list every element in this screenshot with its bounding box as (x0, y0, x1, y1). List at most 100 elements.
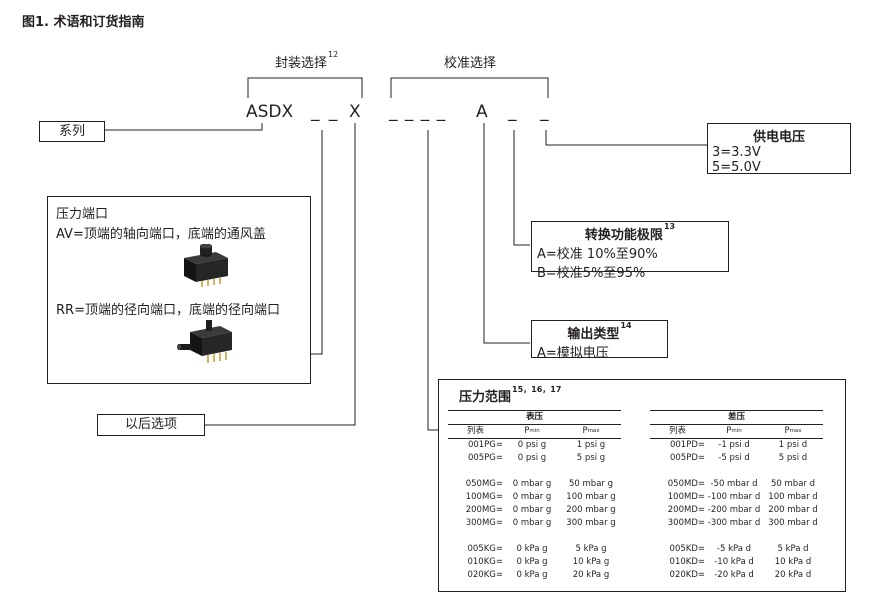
gauge-col-pmax: Pmax (561, 424, 621, 439)
gauge-col-list: 列表 (448, 424, 503, 439)
differential-title: 差压 (650, 410, 823, 425)
diff-cell-code (650, 530, 705, 543)
diff-cell-pmin: -20 kPa d (714, 570, 754, 580)
code-blank-package: _ _ (311, 102, 340, 122)
diff-cell-pmin: -5 psi d (718, 453, 750, 463)
sensor-rr-image (177, 320, 232, 363)
diff-row: 010KD= -10 kPa d 10 kPa d (650, 556, 823, 569)
diff-cell-pmax (763, 530, 823, 543)
code-prefix: ASDX (246, 102, 294, 122)
gauge-cell-code: 300MG= (465, 518, 503, 528)
series-box: 系列 (39, 121, 105, 142)
gauge-cell-pmax: 200 mbar g (566, 505, 616, 515)
code-blank-supply: _ (540, 102, 549, 122)
gauge-cell-code: 005PG= (467, 453, 503, 463)
gauge-col-pmin: Pmin (503, 424, 561, 439)
gauge-cell-pmax: 10 kPa g (572, 557, 610, 567)
diff-cell-pmax: 5 kPa d (777, 544, 809, 554)
gauge-title: 表压 (448, 410, 621, 425)
diff-cell-code: 001PD= (669, 440, 705, 450)
pressure-port-box: 压力端口 AV=顶端的轴向端口，底端的通风盖 RR=顶端的径向端口，底端的径向端… (47, 196, 311, 384)
diff-cell-pmin: -1 psi d (718, 440, 750, 450)
diff-cell-pmin: -10 kPa d (714, 557, 754, 567)
gauge-cell-pmin: 0 mbar g (512, 518, 552, 528)
code-blank-pressure: _ _ _ _ (389, 102, 447, 122)
diff-cell-pmax: 200 mbar d (768, 505, 818, 515)
output-type-box: 输出类型14 A=模拟电压 (531, 320, 668, 361)
gauge-cell-pmax: 300 mbar g (566, 518, 616, 528)
gauge-row (448, 530, 621, 543)
port-option-rr: RR=顶端的径向端口，底端的径向端口 (56, 303, 280, 318)
gauge-cell-code (448, 465, 503, 478)
gauge-cell-pmax (561, 530, 621, 543)
supply-option-3: 3=3.3V (712, 145, 761, 160)
gauge-cell-pmin: 0 psi g (517, 453, 547, 463)
gauge-cell-code (448, 530, 503, 543)
gauge-cell-code: 050MG= (465, 479, 503, 489)
code-blank-transfer: _ (508, 102, 517, 122)
gauge-cell-pmax: 100 mbar g (566, 492, 616, 502)
gauge-row: 300MG= 0 mbar g 300 mbar g (448, 517, 621, 530)
future-options-label: 以后选项 (124, 417, 177, 432)
diff-cell-pmin (705, 465, 763, 478)
diff-row: 050MD= -50 mbar d 50 mbar d (650, 478, 823, 491)
diff-cell-pmax: 10 kPa d (774, 557, 812, 567)
gauge-cell-pmin: 0 psi g (517, 440, 547, 450)
diff-cell-pmin: -100 mbar d (707, 492, 761, 502)
gauge-cell-pmax: 5 psi g (576, 453, 606, 463)
supply-voltage-box: 供电电压 3=3.3V 5=5.0V (707, 123, 851, 175)
pressure-range-box: 压力范围15，16，17 表压 列表 Pmin Pmax 001PG= 0 psi… (438, 379, 846, 592)
diff-col-pmin: Pmin (705, 424, 763, 439)
gauge-row: 001PG= 0 psi g 1 psi g (448, 439, 621, 453)
gauge-cell-pmin (503, 530, 561, 543)
gauge-row: 005PG= 0 psi g 5 psi g (448, 452, 621, 465)
gauge-cell-pmin: 0 kPa g (516, 544, 548, 554)
gauge-cell-pmin: 0 mbar g (512, 505, 552, 515)
diff-cell-pmin: -5 kPa d (716, 544, 752, 554)
gauge-cell-pmin (503, 465, 561, 478)
diff-cell-code: 050MD= (667, 479, 705, 489)
gauge-cell-pmax: 5 kPa g (575, 544, 607, 554)
code-x: X (349, 102, 361, 122)
gauge-cell-pmin: 0 mbar g (512, 492, 552, 502)
diff-cell-pmin: -50 mbar d (710, 479, 758, 489)
diff-cell-pmax: 300 mbar d (768, 518, 818, 528)
diff-cell-code: 005KD= (669, 544, 705, 554)
transfer-function-title: 转换功能极限13 (584, 222, 676, 243)
transfer-option-b: B=校准5%至95% (537, 266, 646, 281)
output-type-title: 输出类型14 (567, 321, 632, 342)
pressure-range-title: 压力范围15，16，17 (459, 385, 562, 405)
gauge-cell-pmin: 0 mbar g (512, 479, 552, 489)
gauge-cell-pmax: 1 psi g (576, 440, 606, 450)
diff-cell-pmax: 100 mbar d (768, 492, 818, 502)
figure-title: 图1. 术语和订货指南 (22, 15, 145, 30)
gauge-cell-code: 001PG= (467, 440, 503, 450)
diff-cell-pmax (763, 465, 823, 478)
diff-cell-code: 010KD= (669, 557, 705, 567)
diff-col-list: 列表 (650, 424, 705, 439)
gauge-cell-pmax: 20 kPa g (572, 570, 610, 580)
diff-cell-pmax: 5 psi d (778, 453, 808, 463)
supply-voltage-title: 供电电压 (752, 130, 805, 145)
diff-row: 005KD= -5 kPa d 5 kPa d (650, 543, 823, 556)
diff-cell-code: 200MD= (667, 505, 705, 515)
diff-cell-pmax: 50 mbar d (771, 479, 815, 489)
sensor-av-image (184, 244, 228, 287)
transfer-function-box: 转换功能极限13 A=校准 10%至90% B=校准5%至95% (531, 221, 729, 281)
series-label: 系列 (58, 124, 85, 139)
gauge-cell-code: 020KG= (467, 570, 503, 580)
package-selection-label: 封装选择12 (275, 50, 339, 71)
gauge-table: 表压 列表 Pmin Pmax 001PG= 0 psi g 1 psi g 005P… (448, 410, 621, 582)
gauge-cell-pmin: 0 kPa g (516, 557, 548, 567)
gauge-row (448, 465, 621, 478)
